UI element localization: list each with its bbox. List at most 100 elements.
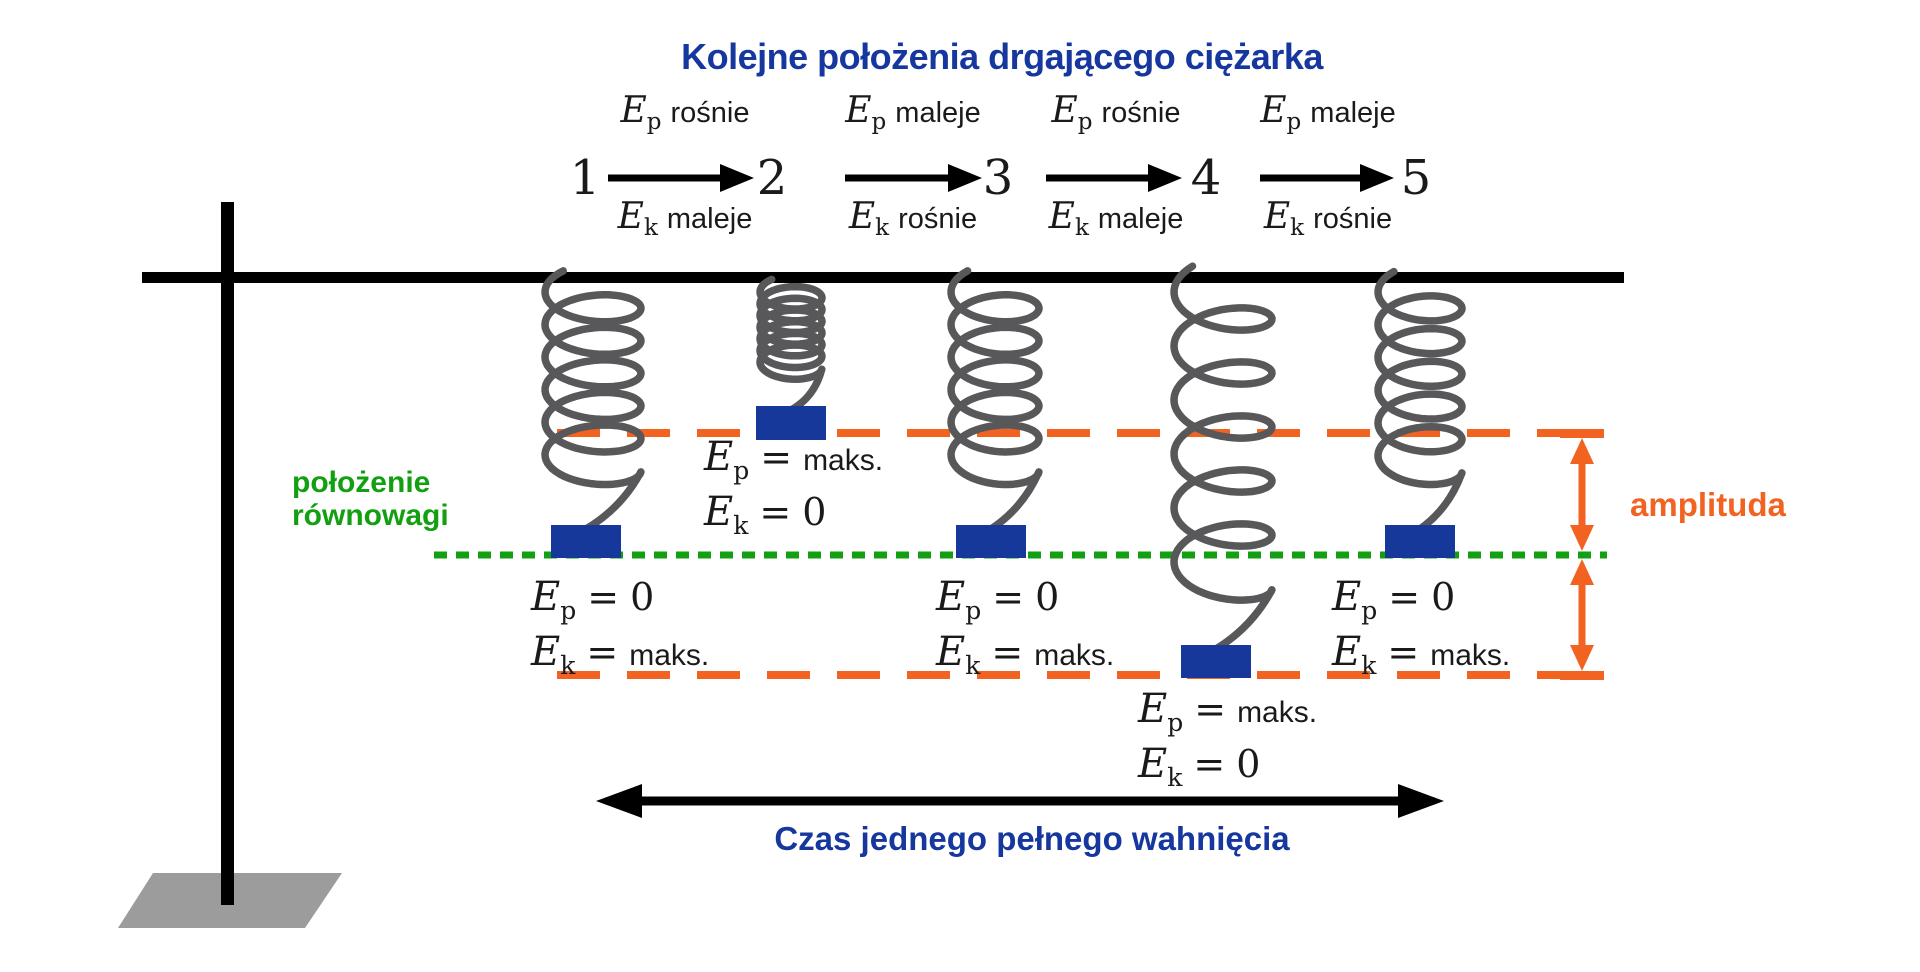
equals-sign: = [991, 630, 1024, 674]
equals-sign: = [1387, 630, 1420, 674]
energy-symbol: E [1332, 629, 1362, 675]
equilibrium-label: położenie równowagi [292, 466, 449, 532]
energy-subscript: p [1167, 708, 1184, 737]
energy-symbol: E [848, 196, 876, 237]
energy-trend: maleje [1310, 97, 1396, 129]
weight-5 [1385, 525, 1455, 558]
energy-subscript: p [965, 596, 982, 625]
energy-line: Ep =0 [1332, 574, 1510, 629]
weight-4 [1181, 645, 1251, 678]
equals-sign: = [587, 575, 620, 619]
equals-sign: = [992, 575, 1025, 619]
energy-line: Ep = maks. [1138, 686, 1317, 741]
energy-state-position-1: Ep=0 Ek=maks. [531, 574, 709, 684]
period-label: Czas jednego pełnego wahnięcia [774, 820, 1290, 857]
energy-symbol: E [936, 574, 966, 620]
energy-value: 0 [1431, 575, 1456, 619]
energy-trend: maleje [895, 97, 981, 129]
energy-subscript: p [646, 109, 662, 135]
energy-line: Ek=maks. [936, 629, 1114, 684]
energy-value: maks. [1237, 696, 1318, 729]
energy-value: 0 [630, 575, 655, 619]
energy-trend: rośnie [1101, 97, 1181, 129]
energy-subscript: k [643, 215, 658, 241]
energy-line: Ek = maks. [1332, 629, 1510, 684]
position-number-3: 3 [982, 150, 1014, 206]
energy-subscript: p [1077, 109, 1093, 135]
energy-trend: rośnie [898, 203, 978, 235]
energy-subscript: p [1286, 109, 1302, 135]
energy-line: Ek=0 [704, 489, 883, 544]
energy-symbol: E [1260, 90, 1287, 131]
spring-5 [1374, 267, 1466, 533]
stand-pole [221, 202, 234, 905]
equals-sign: = [586, 630, 619, 674]
energy-state-position-2: Ep=maks. Ek=0 [704, 434, 883, 544]
energy-line: Ek=maks. [531, 629, 709, 684]
energy-symbol: E [1138, 686, 1168, 732]
energy-subscript: k [1167, 763, 1183, 792]
amplitude-arrowhead [1570, 645, 1594, 671]
energy-symbol: E [1332, 574, 1362, 620]
energy-subscript: k [1074, 215, 1089, 241]
energy-subscript: k [1361, 651, 1377, 680]
energy-symbol: E [704, 489, 734, 535]
energy-line: Ep =0 [936, 574, 1114, 629]
energy-trend: maleje [1097, 203, 1184, 235]
amplitude-bottom-cap [1560, 671, 1604, 680]
equals-sign: = [760, 435, 793, 479]
weights-group [551, 406, 1455, 678]
position-number-5: 5 [1400, 150, 1432, 206]
energy-symbol: E [1051, 90, 1078, 131]
energy-symbol: E [531, 629, 561, 675]
energy-subscript: k [1290, 215, 1305, 241]
energy-symbol: E [1263, 196, 1291, 237]
energy-trend: rośnie [1313, 203, 1393, 235]
energy-symbol: E [1048, 196, 1075, 237]
equals-sign: = [759, 490, 792, 534]
energy-value: 0 [802, 490, 827, 534]
energy-symbol: E [620, 90, 647, 131]
energy-state-position-5: Ep =0 Ek = maks. [1332, 574, 1510, 684]
energy-trend: rośnie [670, 97, 750, 129]
energy-symbol: E [1138, 741, 1168, 787]
support-bar [142, 272, 1624, 283]
weight-2 [756, 406, 826, 440]
energy-symbol: E [845, 90, 872, 131]
equals-sign: = [1388, 575, 1421, 619]
spring-1 [541, 267, 645, 533]
spring-3 [947, 267, 1043, 533]
energy-value: maks. [1430, 639, 1511, 672]
period-arrowhead-left [596, 784, 642, 818]
energy-value: 0 [1236, 742, 1261, 786]
energy-symbol: E [617, 196, 644, 237]
energy-subscript: p [560, 596, 577, 625]
energy-subscript: p [1361, 596, 1378, 625]
energy-line: Ep=maks. [704, 434, 883, 489]
energy-line: Ek =0 [1138, 741, 1317, 796]
position-number-2: 2 [756, 150, 788, 206]
diagram-title: Kolejne położenia drgającego ciężarka [681, 36, 1323, 77]
equals-sign: = [1194, 687, 1227, 731]
energy-line: Ep=0 [531, 574, 709, 629]
energy-value: 0 [1035, 575, 1060, 619]
energy-symbol: E [936, 629, 966, 675]
equals-sign: = [1193, 742, 1226, 786]
period-arrowhead-right [1398, 784, 1444, 818]
energy-subscript: k [965, 651, 981, 680]
energy-subscript: k [875, 215, 890, 241]
energy-value: maks. [629, 639, 710, 672]
amplitude-arrowhead [1570, 438, 1594, 464]
energy-state-position-3: Ep=0 Ek=maks. [936, 574, 1114, 684]
amplitude-top-cap [1560, 429, 1604, 438]
position-number-1: 1 [569, 150, 601, 206]
